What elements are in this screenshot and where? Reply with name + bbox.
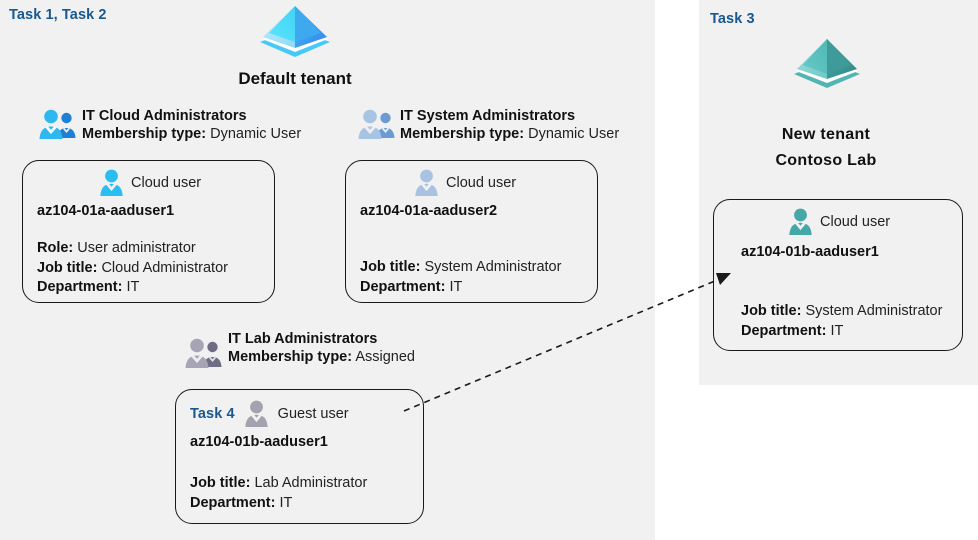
attr-job-title: Job title: Lab Administrator [190, 475, 368, 491]
group-users-icon-cloud-admins [38, 108, 78, 140]
user-type-label: Cloud user [820, 213, 891, 230]
task-label-4: Task 4 [190, 405, 235, 422]
cloud-user-icon [414, 169, 439, 196]
group-title-cloud-admins: IT Cloud Administrators [82, 108, 247, 124]
user-name-aaduser1: az104-01a-aaduser1 [37, 203, 175, 219]
cloud-user-icon [788, 208, 813, 235]
group-users-icon-lab-admins [184, 337, 224, 369]
group-title-system-admins: IT System Administrators [400, 108, 576, 124]
user-name-guest-aaduser1: az104-01b-aaduser1 [190, 434, 328, 450]
cloud-user-icon [99, 169, 124, 196]
new-tenant-name-line1: New tenant [781, 126, 871, 143]
user-card-b-aaduser1[interactable]: Cloud user az104-01b-aaduser1 Job title:… [713, 199, 963, 351]
attr-job-title: Job title: System Administrator [360, 259, 562, 275]
user-card-aaduser1[interactable]: Cloud user az104-01a-aaduser1 Role: User… [22, 160, 275, 303]
attr-department: Department: IT [741, 322, 844, 339]
membership-label: Membership type: [400, 126, 525, 142]
user-attributes-aaduser2: Job title: System Administrator Departme… [360, 258, 561, 297]
user-type-label: Cloud user [446, 174, 517, 191]
default-tenant-name: Default tenant [238, 69, 352, 88]
azure-ad-tenant-icon-default [256, 2, 334, 68]
user-type-label: Guest user [277, 405, 349, 422]
user-card-guest-aaduser1[interactable]: Task 4 Guest user az104-01b-aaduser1 Job… [175, 389, 424, 524]
membership-value: Dynamic User [528, 126, 620, 142]
membership-value: Assigned [355, 349, 415, 365]
user-name-aaduser2: az104-01a-aaduser2 [360, 203, 498, 219]
attr-job-title: Job title: System Administrator [741, 303, 943, 319]
user-name-b-aaduser1: az104-01b-aaduser1 [741, 244, 879, 260]
attr-role: Role: User administrator [37, 240, 196, 256]
attr-department: Department: IT [37, 279, 140, 295]
attr-department: Department: IT [360, 278, 463, 295]
guest-user-icon [244, 400, 269, 427]
task-label-1-2: Task 1, Task 2 [9, 7, 107, 23]
group-users-icon-system-admins [357, 108, 397, 140]
new-tenant-name-line2: Contoso Lab [775, 152, 877, 169]
task-label-3: Task 3 [710, 11, 755, 27]
membership-value: Dynamic User [210, 126, 302, 142]
user-attributes-b-aaduser1: Job title: System Administrator Departme… [741, 302, 942, 341]
attr-department: Department: IT [190, 494, 293, 511]
user-attributes-guest-aaduser1: Job title: Lab Administrator Department:… [190, 474, 367, 513]
membership-label: Membership type: [228, 349, 353, 365]
group-membership-lab-admins: Membership type: Assigned [228, 348, 415, 367]
attr-job-title: Job title: Cloud Administrator [37, 259, 228, 276]
group-membership-cloud-admins: Membership type: Dynamic User [82, 125, 301, 144]
azure-ad-tenant-icon-new [791, 36, 863, 98]
group-membership-system-admins: Membership type: Dynamic User [400, 125, 619, 144]
user-card-aaduser2[interactable]: Cloud user az104-01a-aaduser2 Job title:… [345, 160, 598, 303]
user-type-label: Cloud user [131, 174, 202, 191]
user-attributes-aaduser1: Role: User administrator Job title: Clou… [37, 239, 228, 298]
group-title-lab-admins: IT Lab Administrators [228, 331, 378, 347]
membership-label: Membership type: [82, 126, 207, 142]
